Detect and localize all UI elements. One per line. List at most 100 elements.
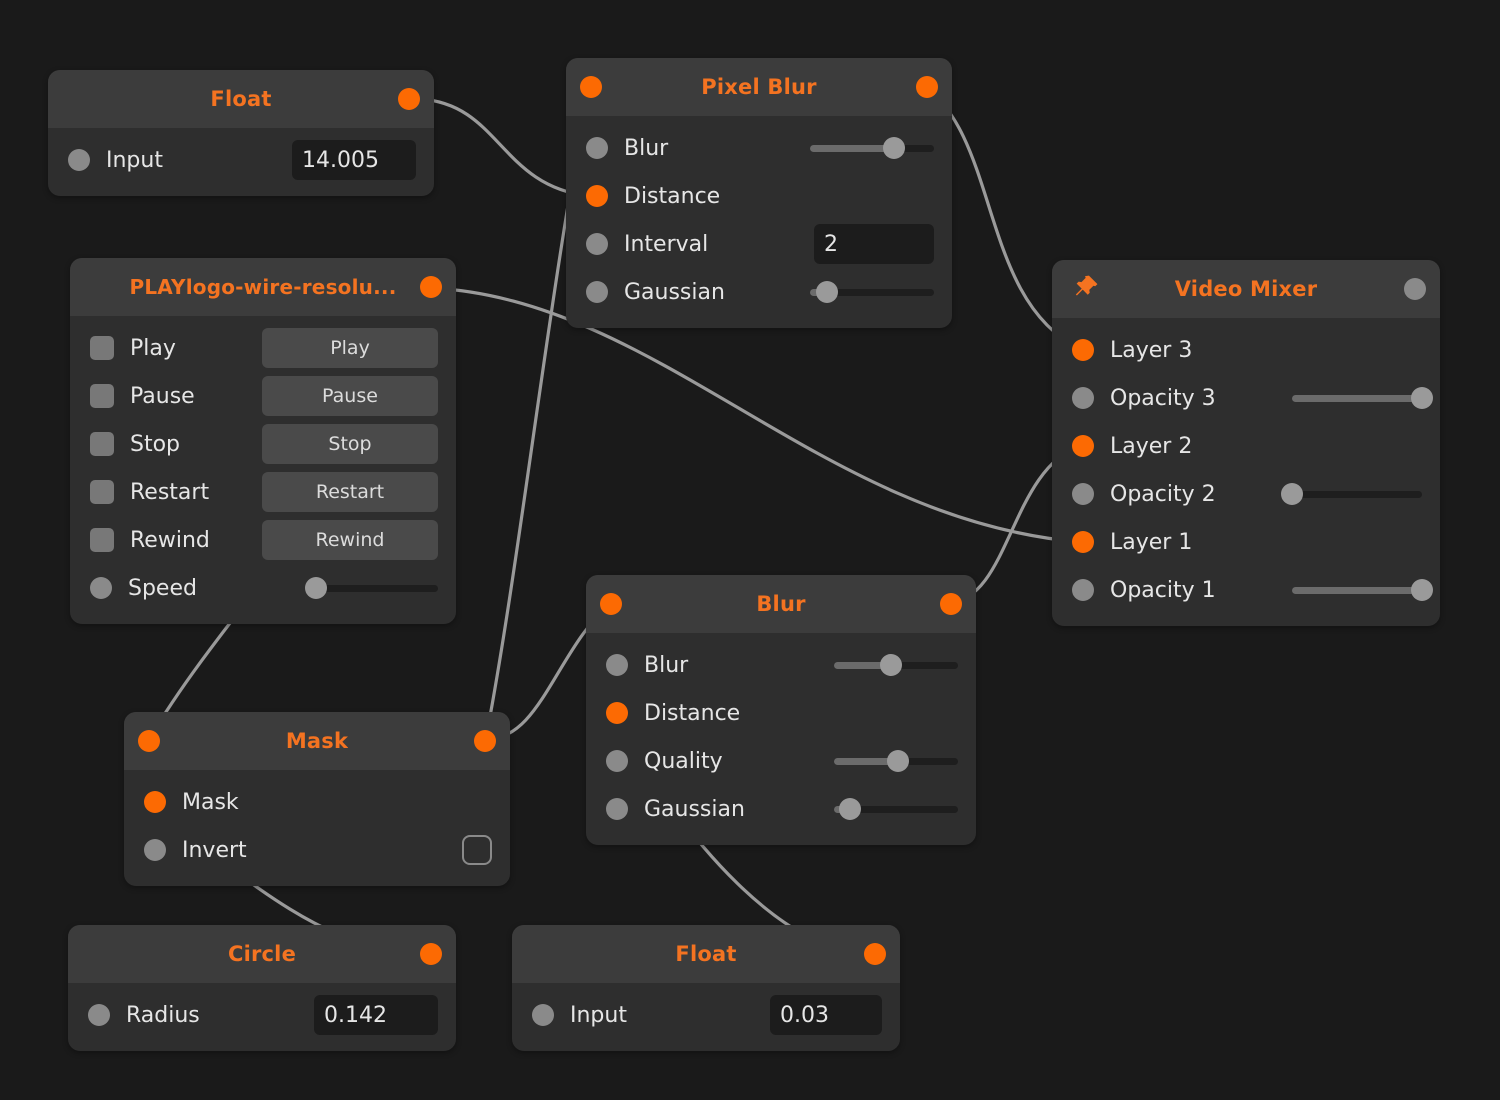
param-port-input[interactable]: [68, 149, 90, 171]
param-port-quality[interactable]: [606, 750, 628, 772]
param-row-gaussian[interactable]: Gaussian: [586, 785, 976, 833]
output-port[interactable]: [420, 276, 442, 298]
input-port[interactable]: [580, 76, 602, 98]
param-row-pause[interactable]: Pause Pause: [70, 372, 456, 420]
param-row-speed[interactable]: Speed: [70, 564, 456, 612]
node-pixel-blur[interactable]: Pixel Blur Blur Distance Interv: [566, 58, 952, 328]
restart-button[interactable]: Restart: [262, 472, 438, 512]
node-header[interactable]: Video Mixer: [1052, 260, 1440, 318]
output-port[interactable]: [940, 593, 962, 615]
param-port-opacity-2[interactable]: [1072, 483, 1094, 505]
number-field-radius[interactable]: 0.142: [314, 995, 438, 1035]
param-row-distance[interactable]: Distance: [586, 689, 976, 737]
slider-opacity-3[interactable]: [1292, 387, 1433, 409]
param-row-blur[interactable]: Blur: [586, 641, 976, 689]
output-port[interactable]: [420, 943, 442, 965]
param-row-mask[interactable]: Mask: [124, 778, 510, 826]
checkbox-pause[interactable]: [90, 384, 114, 408]
node-blur[interactable]: Blur Blur Distance Quality: [586, 575, 976, 845]
param-port-distance[interactable]: [606, 702, 628, 724]
node-circle[interactable]: Circle Radius 0.142: [68, 925, 456, 1051]
param-port-opacity-1[interactable]: [1072, 579, 1094, 601]
param-row-interval[interactable]: Interval 2: [566, 220, 952, 268]
node-float-top[interactable]: Float Input 14.005: [48, 70, 434, 196]
param-row-rewind[interactable]: Rewind Rewind: [70, 516, 456, 564]
output-port[interactable]: [474, 730, 496, 752]
param-row-quality[interactable]: Quality: [586, 737, 976, 785]
checkbox-play[interactable]: [90, 336, 114, 360]
slider-opacity-1[interactable]: [1292, 579, 1433, 601]
node-video-mixer[interactable]: Video Mixer Layer 3 Opacity 3 L: [1052, 260, 1440, 626]
node-float-bottom[interactable]: Float Input 0.03: [512, 925, 900, 1051]
rewind-button[interactable]: Rewind: [262, 520, 438, 560]
toggle-invert[interactable]: [462, 835, 492, 865]
output-port[interactable]: [1404, 278, 1426, 300]
param-port-distance[interactable]: [586, 185, 608, 207]
param-row-layer-1[interactable]: Layer 1: [1052, 518, 1440, 566]
node-playlogo[interactable]: PLAYlogo-wire-resolu... Play Play Pause …: [70, 258, 456, 624]
node-header[interactable]: Circle: [68, 925, 456, 983]
param-row-input[interactable]: Input 0.03: [512, 991, 900, 1039]
param-row-blur[interactable]: Blur: [566, 124, 952, 172]
node-header[interactable]: Pixel Blur: [566, 58, 952, 116]
node-title: PLAYlogo-wire-resolu...: [129, 275, 397, 299]
param-label: Speed: [128, 575, 197, 601]
param-port-blur[interactable]: [586, 137, 608, 159]
param-row-layer-3[interactable]: Layer 3: [1052, 326, 1440, 374]
param-row-opacity-2[interactable]: Opacity 2: [1052, 470, 1440, 518]
node-mask[interactable]: Mask Mask Invert: [124, 712, 510, 886]
param-row-stop[interactable]: Stop Stop: [70, 420, 456, 468]
param-row-distance[interactable]: Distance: [566, 172, 952, 220]
param-port-gaussian[interactable]: [606, 798, 628, 820]
node-header[interactable]: Float: [48, 70, 434, 128]
param-row-opacity-1[interactable]: Opacity 1: [1052, 566, 1440, 614]
param-row-play[interactable]: Play Play: [70, 324, 456, 372]
slider-speed[interactable]: [305, 577, 438, 599]
param-port-opacity-3[interactable]: [1072, 387, 1094, 409]
node-header[interactable]: PLAYlogo-wire-resolu...: [70, 258, 456, 316]
param-row-gaussian[interactable]: Gaussian: [566, 268, 952, 316]
param-port-invert[interactable]: [144, 839, 166, 861]
checkbox-restart[interactable]: [90, 480, 114, 504]
param-row-restart[interactable]: Restart Restart: [70, 468, 456, 516]
checkbox-stop[interactable]: [90, 432, 114, 456]
param-port-blur[interactable]: [606, 654, 628, 676]
param-port-radius[interactable]: [88, 1004, 110, 1026]
node-header[interactable]: Mask: [124, 712, 510, 770]
input-port[interactable]: [138, 730, 160, 752]
number-field-input[interactable]: 14.005: [292, 140, 416, 180]
node-header[interactable]: Blur: [586, 575, 976, 633]
param-row-invert[interactable]: Invert: [124, 826, 510, 874]
param-row-layer-2[interactable]: Layer 2: [1052, 422, 1440, 470]
slider-blur[interactable]: [834, 654, 958, 676]
slider-opacity-2[interactable]: [1281, 483, 1422, 505]
node-header[interactable]: Float: [512, 925, 900, 983]
param-port-layer-3[interactable]: [1072, 339, 1094, 361]
slider-gaussian[interactable]: [834, 798, 958, 820]
param-row-opacity-3[interactable]: Opacity 3: [1052, 374, 1440, 422]
param-port-interval[interactable]: [586, 233, 608, 255]
param-port-gaussian[interactable]: [586, 281, 608, 303]
input-port[interactable]: [600, 593, 622, 615]
param-row-input[interactable]: Input 14.005: [48, 136, 434, 184]
output-port[interactable]: [916, 76, 938, 98]
param-row-radius[interactable]: Radius 0.142: [68, 991, 456, 1039]
param-port-layer-1[interactable]: [1072, 531, 1094, 553]
param-port-layer-2[interactable]: [1072, 435, 1094, 457]
number-field-input[interactable]: 0.03: [770, 995, 882, 1035]
pause-button[interactable]: Pause: [262, 376, 438, 416]
output-port[interactable]: [864, 943, 886, 965]
param-port-input[interactable]: [532, 1004, 554, 1026]
pushpin-icon[interactable]: [1072, 273, 1100, 305]
number-field-interval[interactable]: 2: [814, 224, 934, 264]
output-port[interactable]: [398, 88, 420, 110]
slider-blur[interactable]: [810, 137, 934, 159]
slider-quality[interactable]: [834, 750, 958, 772]
play-button[interactable]: Play: [262, 328, 438, 368]
param-port-speed[interactable]: [90, 577, 112, 599]
checkbox-rewind[interactable]: [90, 528, 114, 552]
stop-button[interactable]: Stop: [262, 424, 438, 464]
slider-gaussian[interactable]: [810, 281, 934, 303]
param-port-mask[interactable]: [144, 791, 166, 813]
